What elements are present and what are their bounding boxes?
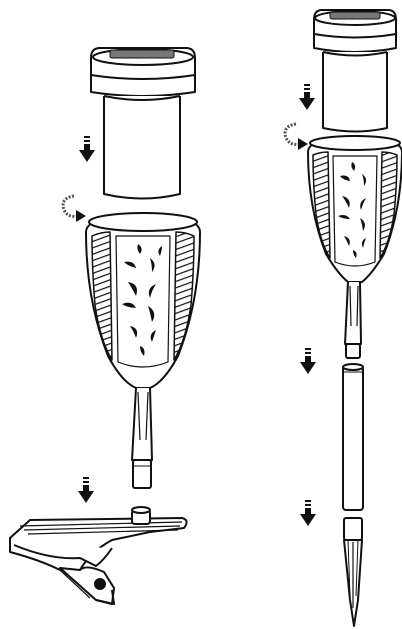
down-arrow-icon	[299, 84, 315, 110]
down-arrow-icon	[79, 136, 95, 162]
extension-pole	[343, 364, 363, 510]
down-arrow-icon	[300, 500, 316, 526]
left-battery-tube	[104, 96, 180, 199]
down-arrow-icon	[78, 477, 94, 503]
ground-stake	[344, 518, 362, 626]
twist-arrow-icon	[285, 124, 308, 150]
right-solar-cap	[314, 10, 396, 58]
right-battery-tube	[323, 52, 387, 132]
right-assembly	[308, 10, 402, 626]
left-torch-body	[86, 213, 200, 488]
down-arrow-icon	[300, 348, 316, 374]
left-solar-cap	[91, 48, 195, 103]
left-assembly	[10, 48, 200, 604]
right-torch-body	[308, 136, 402, 358]
twist-arrow-icon	[63, 196, 86, 222]
clip-mount	[10, 507, 187, 604]
